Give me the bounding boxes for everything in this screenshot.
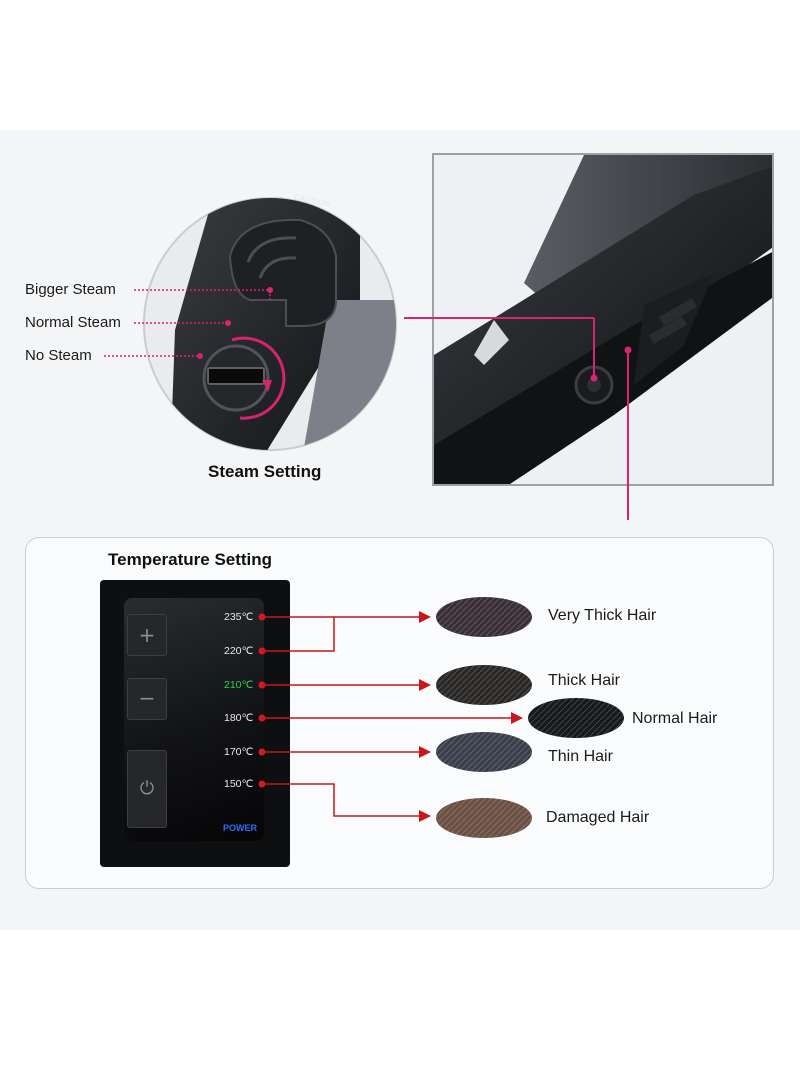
very-thick-hair-label: Very Thick Hair — [548, 607, 657, 624]
straightener-illustration — [434, 155, 772, 484]
straightener-photo — [432, 153, 774, 486]
temp-150: 150℃ — [224, 778, 254, 790]
thin-hair-label: Thin Hair — [548, 748, 613, 765]
control-panel: + − ⏻ 235℃ 220℃ 210℃ 180℃ 170℃ 150℃ POWE… — [100, 580, 290, 867]
temp-220: 220℃ — [224, 645, 254, 657]
damaged-hair-label: Damaged Hair — [546, 809, 650, 826]
minus-icon[interactable]: − — [127, 678, 167, 720]
temp-170: 170℃ — [224, 746, 254, 758]
bigger-steam-label: Bigger Steam — [25, 281, 116, 298]
steam-dial-detail — [104, 197, 632, 520]
temp-210: 210℃ — [224, 679, 254, 691]
thick-hair-label: Thick Hair — [548, 672, 621, 689]
temp-180: 180℃ — [224, 712, 254, 724]
caution-label — [474, 320, 509, 365]
power-label: POWER — [223, 823, 258, 833]
temperature-setting-title: Temperature Setting — [108, 550, 273, 569]
steam-setting-title: Steam Setting — [208, 462, 322, 481]
power-icon[interactable]: ⏻ — [127, 750, 167, 828]
plus-icon[interactable]: + — [127, 614, 167, 656]
normal-hair-label: Normal Hair — [632, 710, 718, 727]
no-steam-label: No Steam — [25, 347, 92, 364]
normal-steam-label: Normal Steam — [25, 314, 121, 331]
temp-235: 235℃ — [224, 611, 254, 623]
